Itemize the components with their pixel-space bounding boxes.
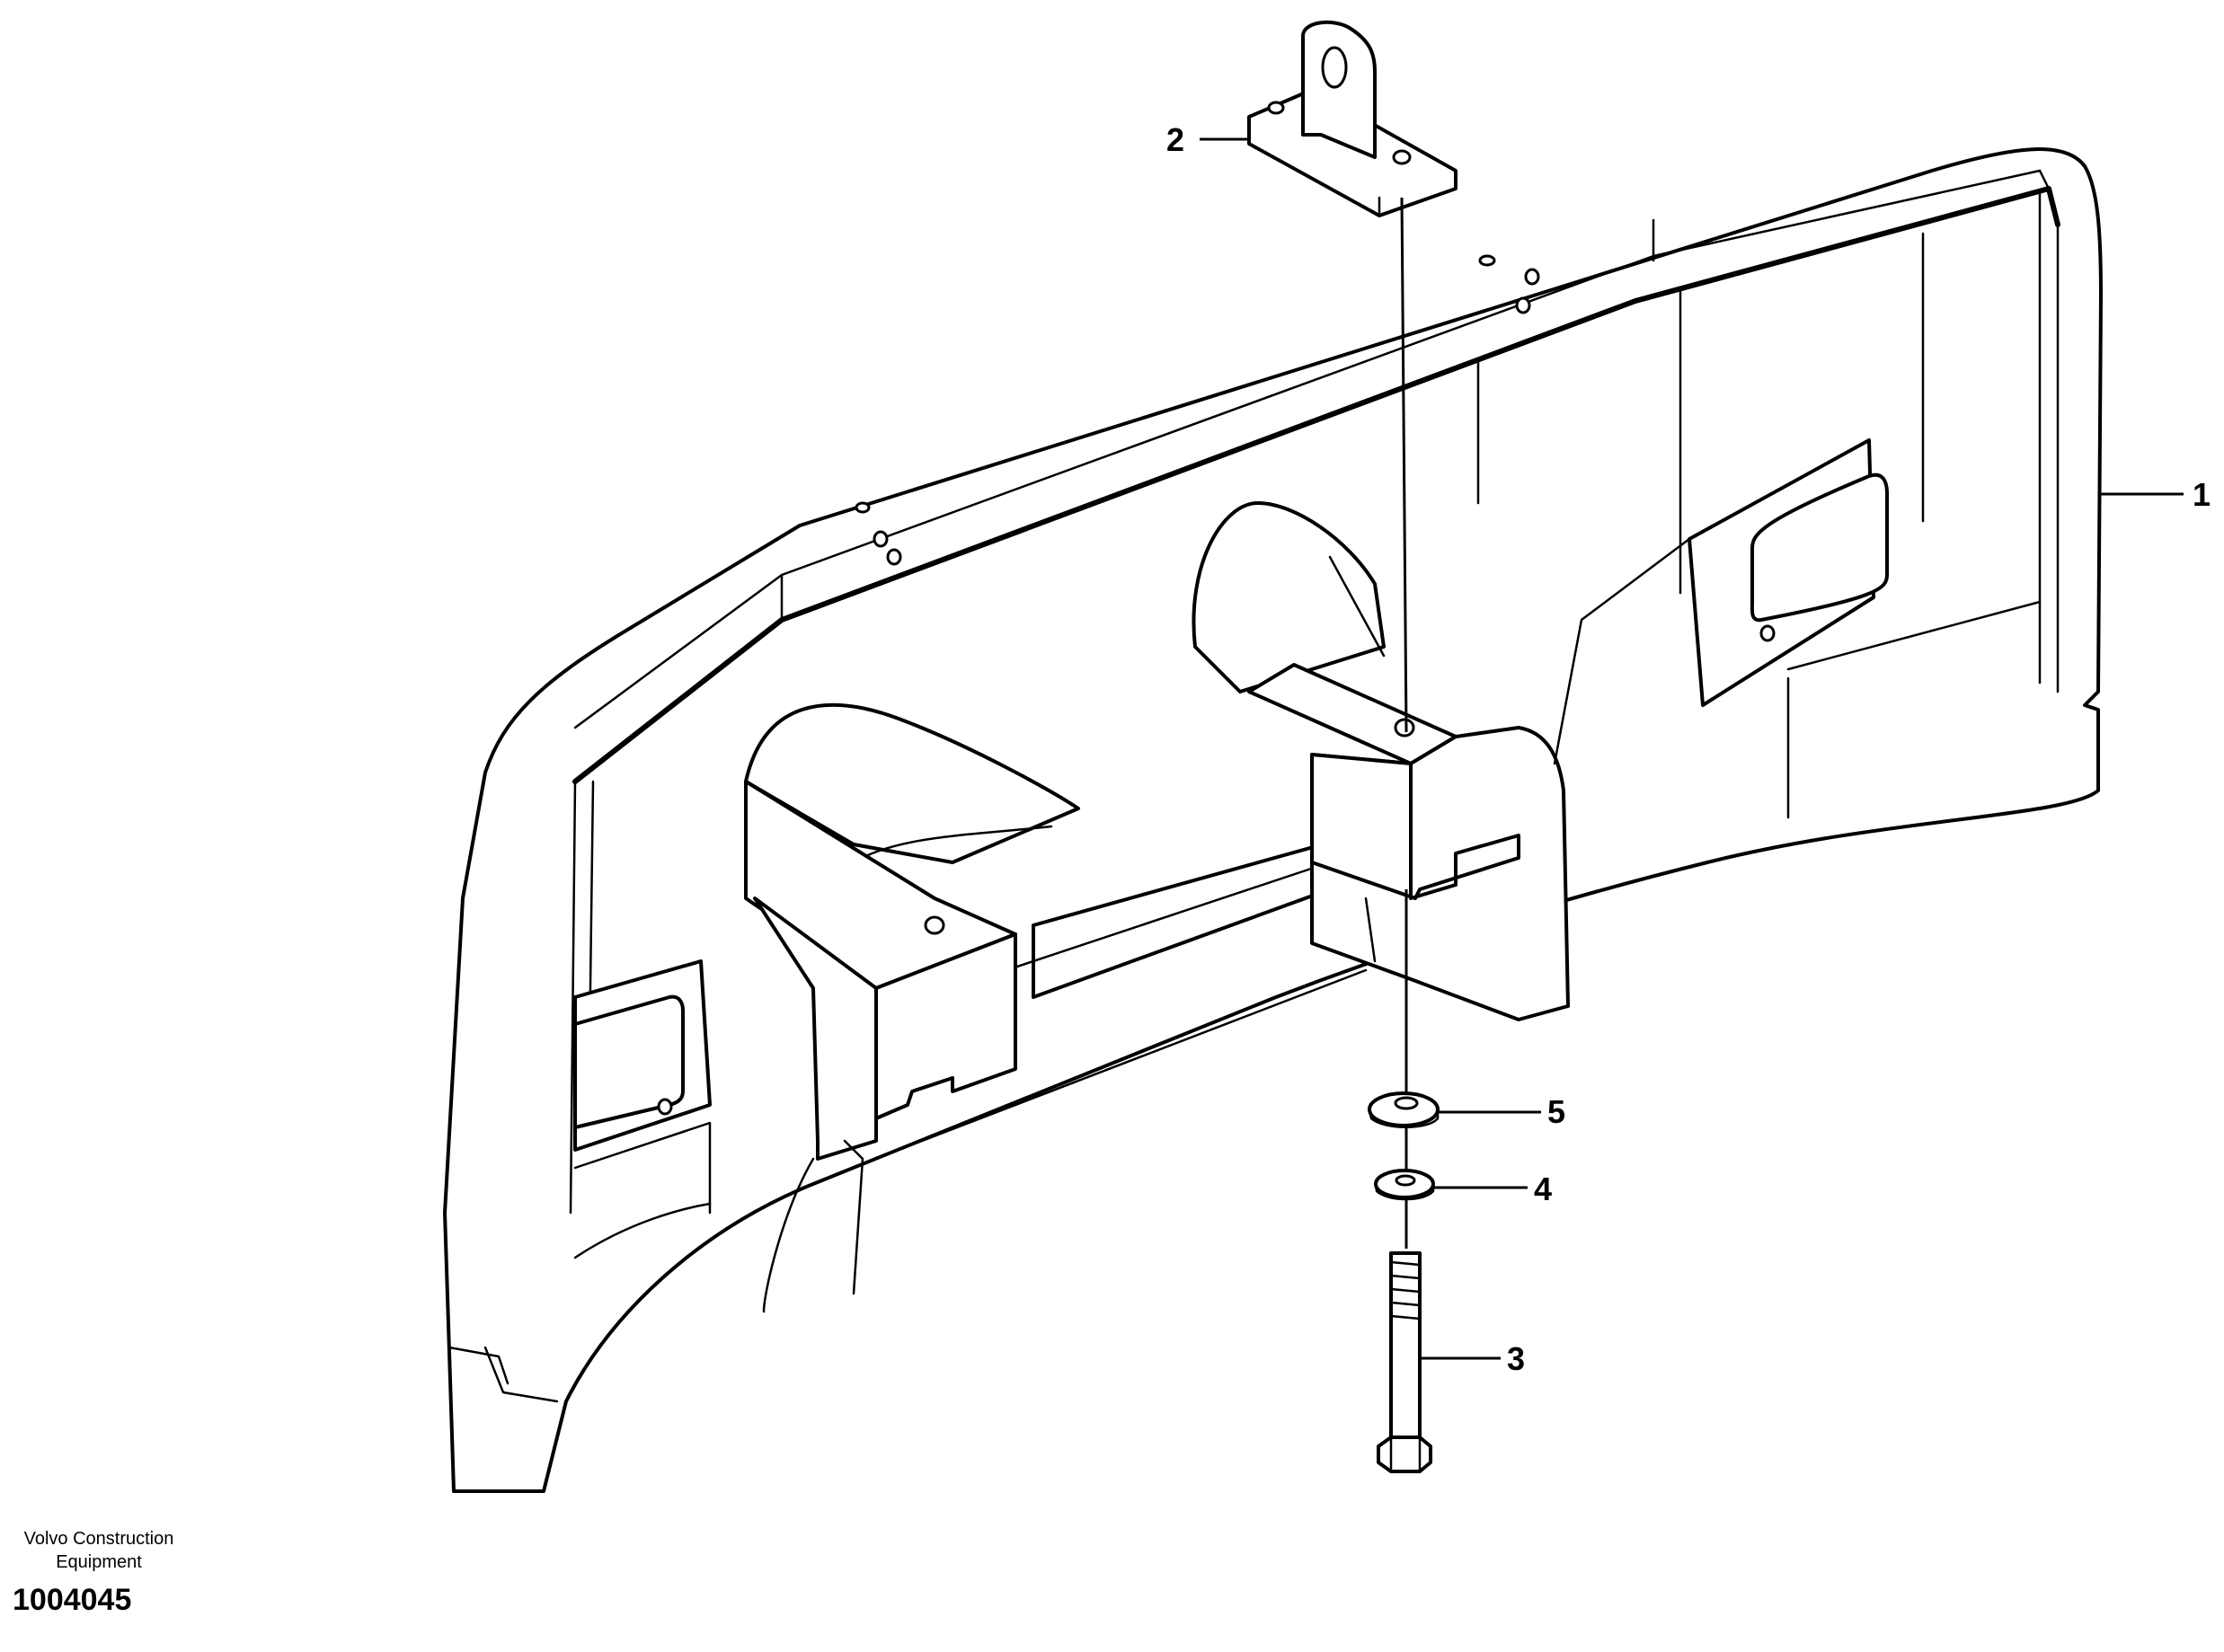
callout-label-part-1: 1 [2193, 476, 2211, 513]
callout-part-4: 4 [1433, 1171, 1552, 1207]
callout-label-part-5: 5 [1547, 1093, 1565, 1130]
washer-small [1374, 1169, 1435, 1201]
counterweight-body [443, 147, 2103, 1493]
callout-part-1: 1 [2101, 476, 2211, 513]
callout-part-3: 3 [1420, 1340, 1525, 1377]
washer-large [1368, 1091, 1440, 1128]
lifting-eye-bracket [1247, 20, 1458, 217]
footer-company-line2: Equipment [56, 1552, 142, 1572]
drawing-number: 1004045 [13, 1583, 132, 1617]
callout-label-part-4: 4 [1534, 1171, 1552, 1207]
footer-company-line1: Volvo Construction [23, 1529, 174, 1549]
footer-company-name: Volvo Construction Equipment [0, 1527, 198, 1574]
hex-bolt [1377, 1251, 1432, 1473]
callout-part-5: 5 [1438, 1093, 1565, 1130]
callout-part-2: 2 [1166, 121, 1249, 158]
assembly-axis-upper [1400, 197, 1408, 733]
callout-label-part-3: 3 [1507, 1340, 1525, 1377]
callout-label-part-2: 2 [1166, 121, 1184, 158]
